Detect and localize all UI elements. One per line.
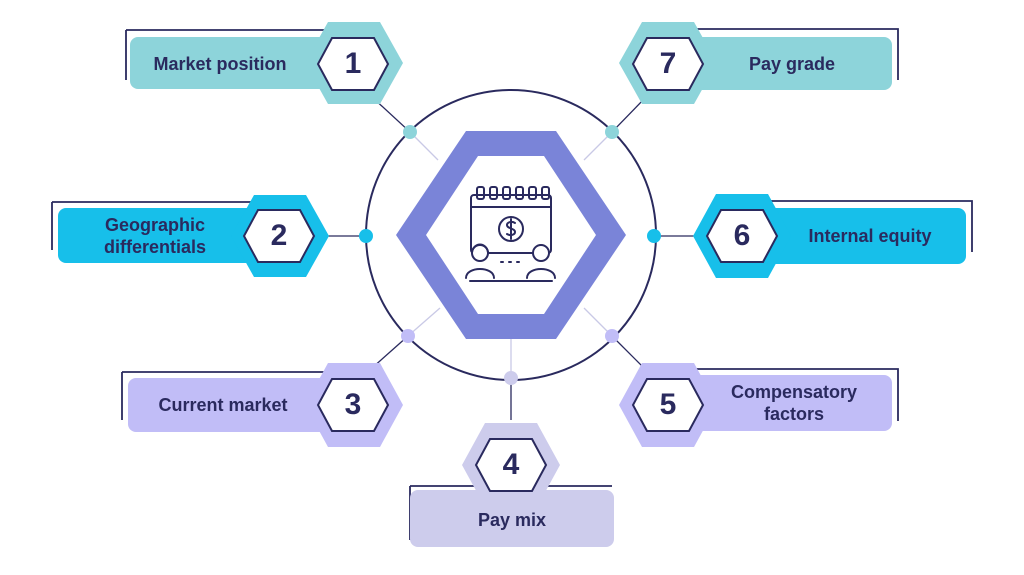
factor-3-number: 3 [344,388,362,421]
factor-2-number: 2 [270,219,288,252]
factor-3 [121,363,403,447]
factor-2-label: Geographic differentials [103,215,207,257]
factor-6-number: 6 [733,219,751,252]
factor-1 [125,22,403,104]
ring-dot-1 [403,125,417,139]
ring-dot-3 [401,329,415,343]
ring-dot-5 [605,329,619,343]
factor-3-hex [316,378,390,432]
factor-4-number: 4 [502,448,520,481]
factor-3-box [128,378,360,432]
factor-1-outline [125,29,348,80]
factor-3-outline [121,371,348,420]
factor-2 [51,195,329,277]
factor-5-box [668,375,892,431]
factor-5-label: Compensatory factors [730,382,858,424]
ring-dot-4 [504,371,518,385]
ring-dot-6 [647,229,661,243]
factor-6 [693,194,973,278]
factor-1-box [130,37,360,89]
connector-5 [611,335,645,369]
factor-1-number: 1 [344,47,362,80]
factor-5-number: 5 [659,388,677,421]
connector-7 [611,96,647,133]
factor-3-label: Current market [158,395,288,415]
factor-2-box [58,208,278,263]
factor-5-hex [631,378,705,432]
factor-6-label: Internal equity [808,226,932,246]
factor-4-label: Pay mix [477,510,547,530]
factor-4-hex [474,438,548,492]
factor-2-hex [242,209,316,263]
factor-7 [619,22,899,104]
factor-7-hex [631,37,705,91]
factor-6-outline [740,200,973,252]
factor-1-hex [316,37,390,91]
factor-1-label: Market position [153,54,287,74]
ring-dot-2 [359,229,373,243]
factor-2-outline [51,201,270,250]
connector-3 [371,335,409,369]
factor-4-box [410,490,614,547]
factor-7-number: 7 [659,47,677,80]
spoke-3 [407,307,441,337]
factor-7-label: Pay grade [748,54,836,74]
ring-dot-7 [605,125,619,139]
factor-7-outline [690,28,899,80]
factor-5 [619,363,899,447]
payroll-calendar-people-icon [465,186,556,282]
factor-4 [409,423,614,547]
factor-7-box [674,37,892,90]
ring-dots [359,125,661,385]
factor-5-outline [680,368,899,421]
factor-6-hex [705,209,779,263]
factor-6-box [740,208,966,264]
